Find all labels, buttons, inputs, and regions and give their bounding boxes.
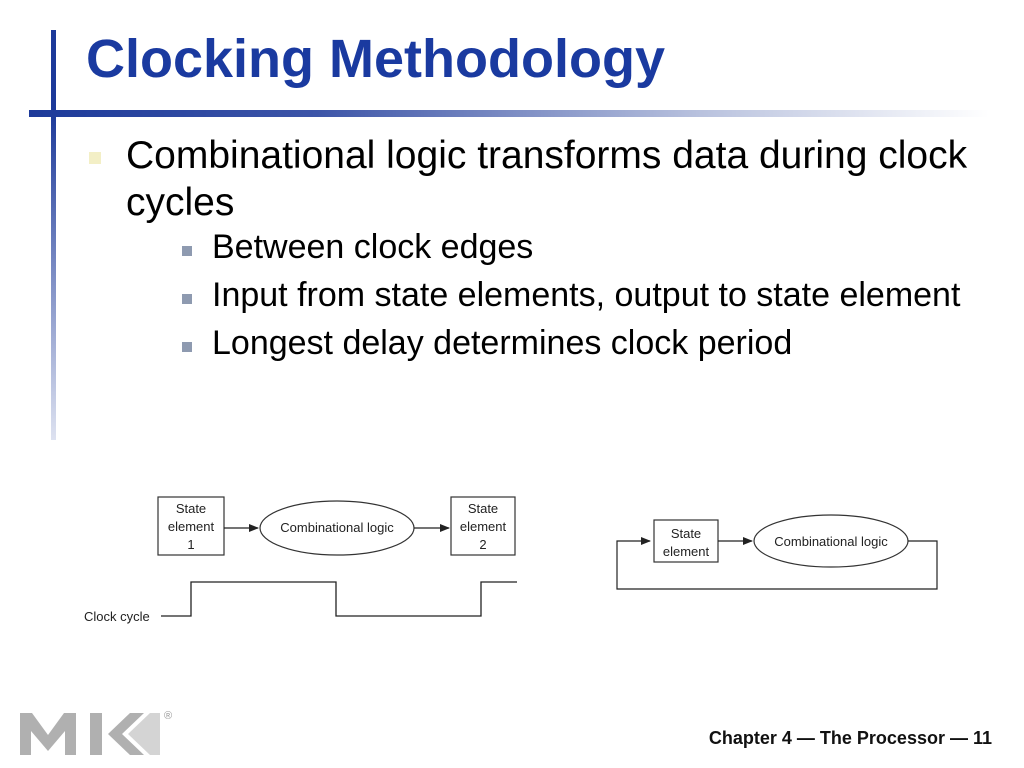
sub-bullet-square-icon (182, 294, 192, 304)
sub-bullet-text: Between clock edges (212, 228, 534, 266)
sub-bullet-text: Input from state elements, output to sta… (212, 276, 961, 314)
clock-cycle-label: Clock cycle (84, 609, 150, 624)
bullet-square-icon (89, 152, 101, 164)
sub-bullet-list: Between clock edges Input from state ele… (126, 226, 1006, 365)
registered-mark: ® (164, 710, 172, 722)
horizontal-accent-bar (29, 110, 989, 117)
state-element-1-line-2: element (168, 519, 215, 534)
state-element-2: State element 2 (450, 496, 516, 556)
logo-k-arm (108, 713, 144, 755)
clocking-diagram: State element 1 Combinational logic Stat… (84, 496, 938, 624)
mk-logo: ® (20, 710, 172, 755)
sub-bullet-square-icon (182, 246, 192, 256)
bullet-list: Combinational logic transforms data duri… (86, 132, 1006, 370)
logo-k-shadow (128, 713, 160, 755)
state-element-1-line-1: State (176, 501, 206, 516)
logo-m-shape (20, 713, 76, 755)
state-element-right: State element (653, 519, 719, 563)
sub-bullet-square-icon (182, 342, 192, 352)
bullet-text: Combinational logic transforms data duri… (126, 134, 968, 224)
combinational-logic-right: Combinational logic (753, 514, 909, 568)
state-element-2-line-2: element (460, 519, 507, 534)
state-element-1-line-3: 1 (187, 537, 194, 552)
sub-bullet-item: Longest delay determines clock period (182, 322, 1006, 365)
state-element-2-line-1: State (468, 501, 498, 516)
sub-bullet-item: Between clock edges (182, 226, 1006, 269)
bullet-item: Combinational logic transforms data duri… (86, 132, 1006, 365)
sub-bullet-text: Longest delay determines clock period (212, 324, 793, 362)
vertical-accent-bar (51, 30, 56, 440)
state-element-right-line-2: element (663, 544, 710, 559)
slide-title: Clocking Methodology (86, 29, 665, 89)
slide-footer: Chapter 4 — The Processor — 11 (708, 728, 992, 748)
sub-bullet-item: Input from state elements, output to sta… (182, 274, 1006, 317)
state-element-right-line-1: State (671, 526, 701, 541)
combinational-logic-left: Combinational logic (259, 500, 415, 556)
combinational-logic-right-label: Combinational logic (774, 534, 888, 549)
state-element-1: State element 1 (157, 496, 225, 556)
feedback-loop (616, 537, 938, 590)
clock-waveform (161, 581, 517, 617)
logo-k-stem (90, 713, 102, 755)
combinational-logic-label: Combinational logic (280, 520, 394, 535)
state-element-2-line-3: 2 (479, 537, 486, 552)
